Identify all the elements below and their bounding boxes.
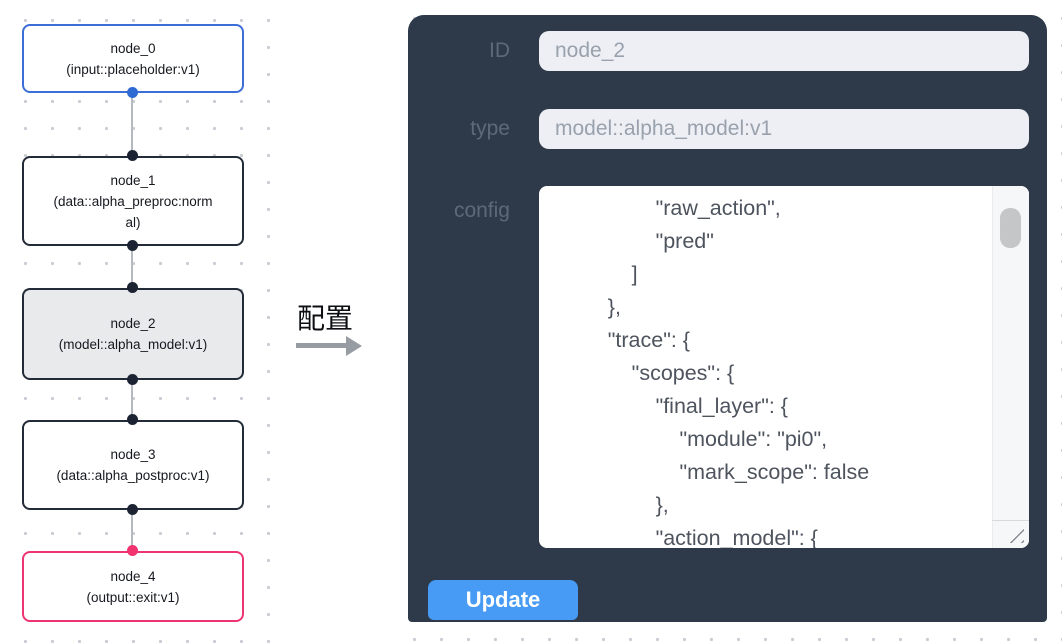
node-title: node_3 (110, 447, 156, 462)
right-arrow-icon (296, 343, 346, 348)
port-handle-node_3-out[interactable] (127, 504, 138, 515)
edge-connector (131, 510, 133, 551)
node-title: node_2 (110, 316, 156, 331)
type-label: type (470, 117, 510, 140)
port-handle-node_2-out[interactable] (127, 374, 138, 385)
config-panel: ID type config "raw_action", "pred" ] },… (408, 15, 1047, 622)
node-node_2-selected[interactable]: node_2 (model::alpha_model:v1) (22, 288, 244, 380)
scrollbar-thumb[interactable] (1000, 208, 1021, 248)
port-handle-node_3-in[interactable] (127, 414, 138, 425)
node-subtitle: (output::exit:v1) (86, 589, 180, 605)
config-label: config (453, 199, 510, 222)
port-handle-node_2-in[interactable] (127, 282, 138, 293)
port-handle-node_1-out[interactable] (127, 240, 138, 251)
right-arrowhead-icon (346, 335, 362, 356)
port-handle-node_4-in[interactable] (127, 545, 138, 556)
node-node_1[interactable]: node_1 (data::alpha_preproc:normal) (22, 156, 244, 246)
configure-arrow-label: 配置 (296, 303, 353, 334)
update-button[interactable]: Update (428, 580, 578, 620)
node-title: node_4 (110, 568, 156, 584)
scrollbar-corner-divider (992, 520, 1029, 521)
port-handle-node_1-in[interactable] (127, 150, 138, 161)
port-handle-node_0-out[interactable] (127, 87, 138, 98)
type-input[interactable] (539, 109, 1029, 149)
id-input[interactable] (539, 31, 1029, 71)
edge-connector (131, 246, 133, 288)
node-title: node_0 (110, 40, 156, 56)
node-node_4[interactable]: node_4 (output::exit:v1) (22, 551, 244, 622)
edge-connector (131, 380, 133, 420)
node-title: node_1 (110, 172, 156, 188)
node-subtitle: (input::placeholder:v1) (66, 61, 200, 77)
node-node_3[interactable]: node_3 (data::alpha_postproc:v1) (22, 420, 244, 510)
node-subtitle: (model::alpha_model:v1) (58, 337, 208, 352)
node-subtitle: (data::alpha_postproc:v1) (56, 468, 210, 483)
config-editor: "raw_action", "pred" ] }, "trace": { "sc… (539, 186, 1029, 548)
config-textarea[interactable]: "raw_action", "pred" ] }, "trace": { "sc… (539, 186, 991, 548)
id-label: ID (489, 39, 510, 62)
node-subtitle: (data::alpha_preproc:normal) (53, 193, 213, 230)
node-node_0[interactable]: node_0 (input::placeholder:v1) (22, 24, 244, 93)
edge-connector (131, 93, 133, 156)
